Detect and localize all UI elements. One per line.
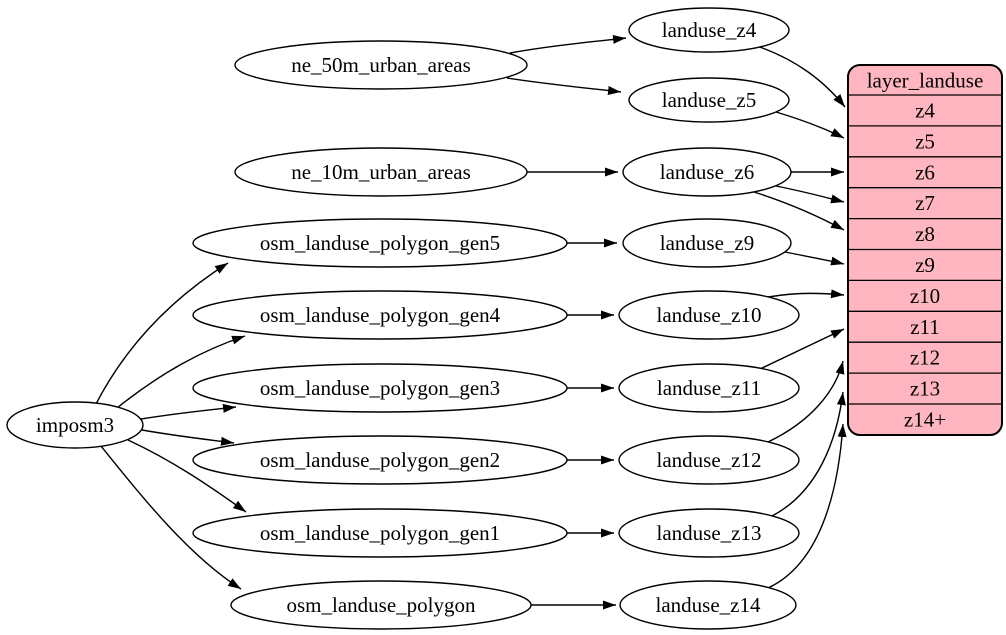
node-label-landuse_z9: landuse_z9 (660, 231, 754, 255)
node-label-osm_landuse_polygon: osm_landuse_polygon (287, 593, 476, 617)
node-osm_landuse_polygon_gen4: osm_landuse_polygon_gen4 (192, 290, 568, 340)
edge-ne_50m--landuse_z5 (506, 77, 622, 95)
edge-imposm3--gen5 (95, 262, 229, 405)
node-landuse_z13: landuse_z13 (618, 508, 800, 558)
node-label-landuse_z11: landuse_z11 (657, 376, 761, 400)
node-label-ne_50m_urban_areas: ne_50m_urban_areas (291, 53, 471, 77)
record-layer_landuse: layer_landuse z4 z5 z6 z7 z8 z9 z10 z11 … (847, 64, 1003, 436)
record-row-z11: z11 (910, 315, 940, 339)
edge-imposm3--gen1 (127, 439, 247, 513)
edge-landuse_z9--row-z9 (784, 251, 845, 266)
node-landuse_z11: landuse_z11 (618, 363, 800, 413)
edge-imposm3--osm_landuse_polygon (100, 445, 242, 590)
node-label-gen3: osm_landuse_polygon_gen3 (260, 376, 500, 400)
node-landuse_z6: landuse_z6 (622, 147, 792, 197)
node-ne_10m_urban_areas: ne_10m_urban_areas (234, 147, 528, 197)
edge-landuse_z11--row-z11 (759, 328, 845, 370)
record-row-z8: z8 (915, 222, 935, 246)
node-landuse_z12: landuse_z12 (618, 435, 800, 485)
edge-imposm3--gen3 (140, 403, 237, 420)
node-label-gen2: osm_landuse_polygon_gen2 (260, 448, 500, 472)
node-label-landuse_z14: landuse_z14 (656, 593, 761, 617)
node-landuse_z10: landuse_z10 (618, 290, 800, 340)
node-label-gen5: osm_landuse_polygon_gen5 (260, 231, 500, 255)
node-osm_landuse_polygon: osm_landuse_polygon (230, 580, 532, 630)
node-osm_landuse_polygon_gen5: osm_landuse_polygon_gen5 (192, 218, 568, 268)
node-ne_50m_urban_areas: ne_50m_urban_areas (234, 40, 528, 90)
record-title: layer_landuse (867, 69, 984, 93)
record-row-z14p: z14+ (904, 408, 946, 432)
node-label-gen1: osm_landuse_polygon_gen1 (260, 521, 500, 545)
node-label-landuse_z5: landuse_z5 (662, 88, 756, 112)
node-label-landuse_z6: landuse_z6 (660, 160, 754, 184)
record-row-z10: z10 (910, 284, 940, 308)
node-label-landuse_z4: landuse_z4 (662, 18, 757, 42)
edge-landuse_z6--row-z8 (753, 191, 845, 231)
record-row-z13: z13 (910, 377, 940, 401)
node-label-landuse_z13: landuse_z13 (657, 521, 762, 545)
edge-landuse_z4--row-z4 (756, 45, 846, 108)
edge-landuse_z6--row-z7 (775, 185, 845, 204)
node-landuse_z14: landuse_z14 (619, 580, 797, 630)
record-row-z9: z9 (915, 253, 935, 277)
node-osm_landuse_polygon_gen1: osm_landuse_polygon_gen1 (192, 508, 568, 558)
record-row-z5: z5 (915, 129, 935, 153)
edges (95, 34, 847, 610)
record-row-z6: z6 (915, 160, 935, 184)
node-label-landuse_z10: landuse_z10 (657, 303, 762, 327)
edge-landuse_z10--row-z10 (767, 289, 845, 299)
node-osm_landuse_polygon_gen3: osm_landuse_polygon_gen3 (192, 363, 568, 413)
node-imposm3: imposm3 (6, 401, 144, 449)
edge-ne_50m--landuse_z4 (509, 34, 627, 54)
node-landuse_z5: landuse_z5 (628, 77, 790, 123)
edge-landuse_z12--row-z12 (767, 360, 845, 443)
edge-landuse_z14--row-z14p (767, 423, 847, 589)
record-row-z12: z12 (910, 346, 940, 370)
edge-landuse_z5--row-z5 (775, 111, 845, 139)
record-row-z7: z7 (915, 191, 935, 215)
node-osm_landuse_polygon_gen2: osm_landuse_polygon_gen2 (192, 435, 568, 485)
node-landuse_z4: landuse_z4 (628, 7, 790, 53)
nodes: imposm3 ne_50m_urban_areas ne_10m_urban_… (6, 7, 800, 630)
node-label-landuse_z12: landuse_z12 (657, 448, 762, 472)
edge-landuse_z13--row-z13 (771, 391, 846, 517)
edge-imposm3--gen2 (141, 429, 235, 446)
node-label-ne_10m_urban_areas: ne_10m_urban_areas (291, 160, 471, 184)
edge-imposm3--gen4 (116, 335, 246, 409)
node-label-imposm3: imposm3 (36, 413, 114, 437)
record-row-z4: z4 (915, 99, 935, 123)
node-label-gen4: osm_landuse_polygon_gen4 (260, 303, 501, 327)
node-landuse_z9: landuse_z9 (622, 218, 792, 268)
